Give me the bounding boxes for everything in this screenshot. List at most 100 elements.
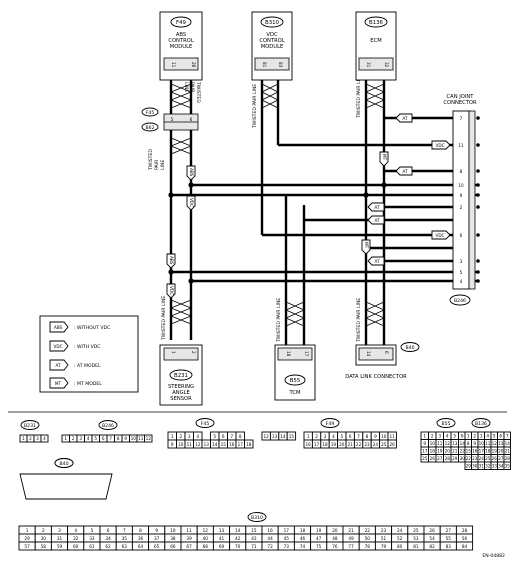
b136-pin-label: 18 [485,449,491,454]
b310-pin-label: 71 [251,544,257,549]
svg-text:14: 14 [366,351,371,357]
svg-text:2: 2 [191,351,196,354]
legend: ABS: WITHOUT VDC VDC: WITH VDC AT: AT MO… [39,315,139,393]
b136-pin-label: 7 [506,434,509,439]
b310-pin-label: 51 [381,536,387,541]
f49-pin-label: 12 [264,434,270,439]
twisted-pair-label-tcm: TWISTED PAIR LINE [276,298,282,343]
svg-text:VDC: VDC [169,286,174,295]
tag-at-1: AT [395,113,413,123]
b310-pin-label: 23 [381,528,387,533]
f49-pin-label: 14 [280,434,286,439]
b136-pin-label: 20 [498,449,504,454]
b310-pin-label: 78 [365,544,371,549]
f49-pin-label: 13 [272,434,278,439]
b310-pin-label: 74 [300,544,306,549]
svg-text:AT: AT [374,218,380,223]
tag-at-3: AT [367,202,385,212]
can-joint-connector[interactable]: CAN JOINT CONNECTOR 7 11 8 10 9 2 6 3 5 … [443,94,477,306]
b310-pin-label: 42 [235,536,241,541]
f49-pin-label: 16 [306,442,312,447]
legend-abs: ABS: WITHOUT VDC [49,321,110,333]
b231-pin-label: 4 [43,436,46,441]
svg-text:AT: AT [374,205,380,210]
b310-pin-label: 66 [170,544,176,549]
ecm[interactable]: B136 ECM 31 32 [355,11,397,81]
b55-pin-label: 25 [422,456,428,461]
svg-text:1: 1 [171,351,176,354]
abs-control-module[interactable]: F49 ABS CONTROL MODULE 11 26 [159,11,203,81]
f49-pin-label: 24 [373,442,379,447]
intermediate-connector[interactable]: 5 6 F45 B62 [141,107,199,132]
tag-vdc-1: VDC [431,140,451,150]
b55-pin-label: 17 [422,449,428,454]
b310-pin-label: 39 [186,536,192,541]
svg-text:ECM: ECM [370,38,381,44]
svg-text:6: 6 [190,117,193,122]
svg-text:18: 18 [286,351,291,357]
wires [169,80,478,345]
svg-text:DATA LINK CONNECTOR: DATA LINK CONNECTOR [345,374,407,380]
b310-pin-label: 1 [26,528,29,533]
b310-pin-label: 54 [429,536,435,541]
b136-pin-label: 5 [493,434,496,439]
b55-pin-label: 18 [430,449,436,454]
svg-text:TCM: TCM [289,390,301,396]
b310-pin-label: 77 [348,544,354,549]
vdc-control-module[interactable]: B310 VDC CONTROL MODULE 81 83 [251,11,293,81]
b246-cell [144,434,153,443]
b310-pin-label: 70 [235,544,241,549]
b310-pin-label: 62 [105,544,111,549]
b246-pin-label: 12 [146,436,152,441]
tag-at-5: AT [367,256,385,266]
f49-pin-label: 6 [349,434,352,439]
svg-text:VDC: VDC [189,198,194,207]
b55-pin-label: 1 [423,434,426,439]
svg-text:83: 83 [278,62,283,68]
b136-pin-label: 34 [498,464,504,469]
connector-face-b40: B40 [19,458,113,500]
b55-pin-label: 5 [453,434,456,439]
b310-pin-label: 68 [203,544,209,549]
steering-angle-sensor[interactable]: 1 2 B231 STEERING ANGLE SENSOR [159,344,203,406]
b310-pin-label: 15 [251,528,257,533]
b310-pin-label: 41 [219,536,225,541]
b246-pin-label: 3 [79,436,82,441]
svg-text:B55: B55 [290,378,301,384]
f49-pin-label: 15 [289,434,295,439]
f45-pin-label: 1 [171,434,174,439]
b136-pin-label: 19 [492,449,498,454]
b310-pin-label: 55 [446,536,452,541]
b55-pin-label: 6 [461,434,464,439]
f49-pin-label: 26 [390,442,396,447]
f49-cell [286,431,297,441]
b231-pin-label: 1 [22,436,25,441]
svg-text:32: 32 [384,62,389,68]
b310-pin-label: 56 [462,536,468,541]
b310-pin-label: 16 [267,528,273,533]
b55-pin-label: 12 [445,441,451,446]
f45-pin-label: 5 [213,434,216,439]
f49-pin-label: 19 [331,442,337,447]
b310-pin-label: 59 [57,544,63,549]
tcm[interactable]: 18 17 B55 TCM [274,344,316,401]
b310-pin-label: 25 [413,528,419,533]
b246-pin-label: 11 [138,436,144,441]
f49-pin-label: 20 [339,442,345,447]
data-link-connector[interactable]: 14 6 B40 DATA LINK CONNECTOR [345,342,420,381]
b310-pin-label: 44 [267,536,273,541]
f45-pin-label: 14 [212,442,218,447]
b310-pin-label: 65 [154,544,160,549]
svg-text:B40: B40 [60,461,69,467]
b310-pin-label: 13 [219,528,225,533]
svg-text:8: 8 [460,169,463,174]
f45-pin-label: 9 [171,442,174,447]
f45-code: F45 [201,421,210,427]
f49-pin-label: 5 [340,434,343,439]
legend-mt: MT: MT MODEL [49,377,102,389]
svg-text:VDC: VDC [53,344,62,349]
b310-pin-label: 2 [42,528,45,533]
f49-pin-label: 11 [390,434,396,439]
